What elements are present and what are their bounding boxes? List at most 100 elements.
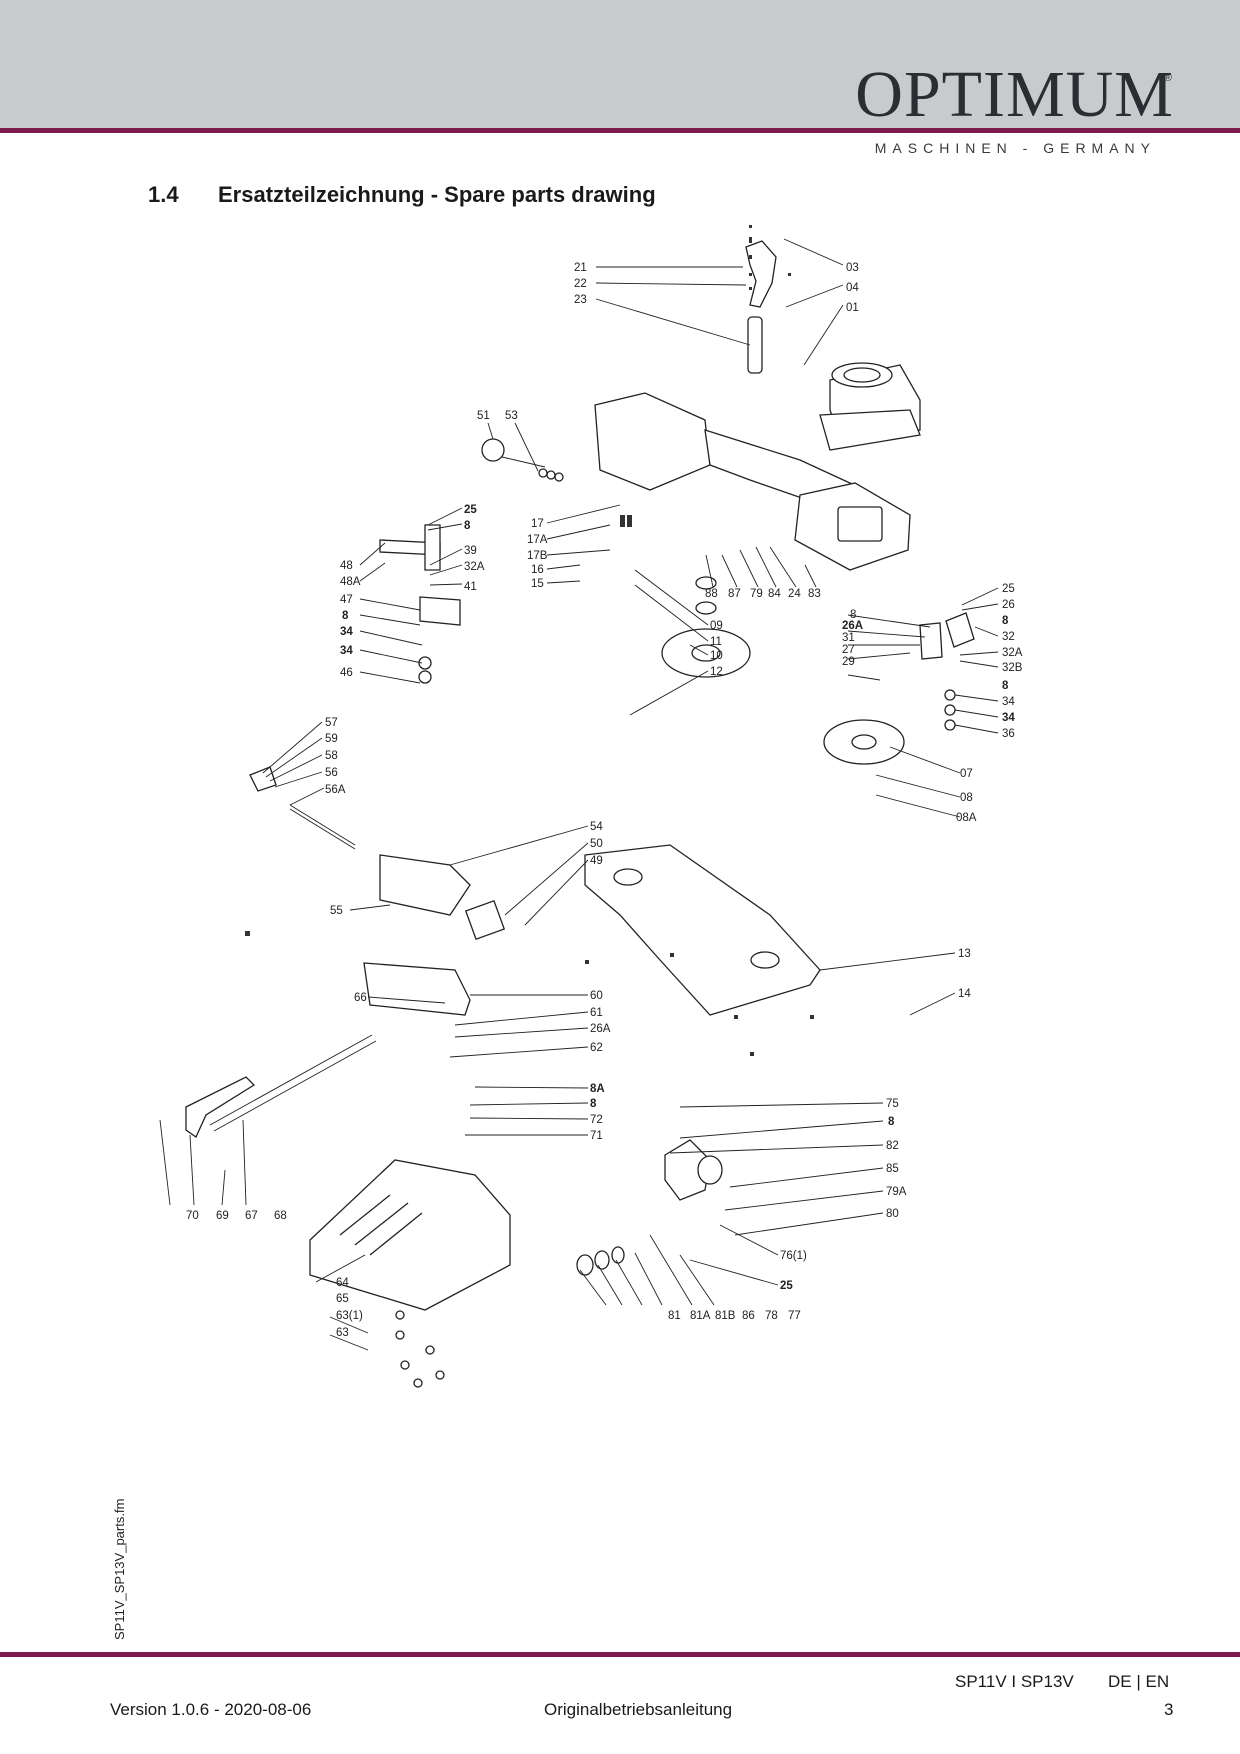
callout-53: 53	[505, 410, 518, 422]
callout-34: 34	[340, 645, 353, 657]
wheel-lower-part	[823, 719, 905, 765]
callout-87: 87	[728, 588, 741, 600]
callout-81: 81	[668, 1310, 681, 1322]
vise-jaw-part	[363, 854, 506, 1016]
callout-86: 86	[742, 1310, 755, 1322]
callout-34: 34	[340, 626, 353, 638]
callout-69: 69	[216, 1210, 229, 1222]
callout-61: 61	[590, 1007, 603, 1019]
callout-58: 58	[325, 750, 338, 762]
handle-part	[745, 240, 777, 374]
callout-25: 25	[780, 1280, 793, 1292]
callout-13: 13	[958, 948, 971, 960]
callout-47: 47	[340, 594, 353, 606]
callout-71: 71	[590, 1130, 603, 1142]
callout-80: 80	[886, 1208, 899, 1220]
callout-10: 10	[710, 650, 723, 662]
callout-82: 82	[886, 1140, 899, 1152]
source-file-label: SP11V_SP13V_parts.fm	[112, 1498, 127, 1640]
callout-8: 8	[342, 610, 349, 622]
callout-8: 8	[888, 1116, 895, 1128]
section-title: Ersatzteilzeichnung - Spare parts drawin…	[218, 182, 656, 207]
callout-08: 08	[960, 792, 973, 804]
callout-51: 51	[477, 410, 490, 422]
callout-12: 12	[710, 666, 723, 678]
leader-lines	[159, 238, 999, 1351]
callout-32b: 32B	[1002, 662, 1023, 674]
callout-8a: 8A	[590, 1083, 605, 1095]
spare-parts-drawing: 21 22 23 03 04 01 51 53 25 8 39 32A 41 4…	[159, 225, 1023, 1388]
callout-79: 79	[750, 588, 763, 600]
vise-screw-part	[249, 766, 356, 850]
callout-59: 59	[325, 733, 338, 745]
callout-67: 67	[245, 1210, 258, 1222]
page-number: 3	[1164, 1700, 1174, 1719]
callout-57: 57	[325, 717, 338, 729]
callout-03: 03	[846, 262, 859, 274]
adjust-knob-part	[481, 438, 564, 482]
base-plate-part	[584, 844, 821, 1016]
swivel-mount-part	[576, 1139, 723, 1276]
brand-subtitle: MASCHINEN - GERMANY	[874, 140, 1156, 156]
callout-65: 65	[336, 1293, 349, 1305]
callout-56a: 56A	[325, 784, 346, 796]
callout-29: 29	[842, 656, 855, 668]
callout-14: 14	[958, 988, 971, 1000]
callout-32: 32	[1002, 631, 1015, 643]
callout-78: 78	[765, 1310, 778, 1322]
callout-25: 25	[464, 504, 477, 516]
callout-17a: 17A	[527, 534, 548, 546]
blade-guide-left-part	[379, 524, 461, 684]
callout-81b: 81B	[715, 1310, 736, 1322]
callout-76-1: 76(1)	[780, 1250, 807, 1262]
callout-75: 75	[886, 1098, 899, 1110]
callout-26a: 26A	[590, 1023, 611, 1035]
callout-24: 24	[788, 588, 801, 600]
callout-68: 68	[274, 1210, 287, 1222]
header-band	[0, 0, 1240, 128]
callout-81a: 81A	[690, 1310, 711, 1322]
callout-34: 34	[1002, 696, 1015, 708]
callout-34: 34	[1002, 712, 1015, 724]
section-number: 1.4	[148, 182, 179, 207]
callout-48a: 48A	[340, 576, 361, 588]
callout-8: 8	[1002, 615, 1009, 627]
callout-70: 70	[186, 1210, 199, 1222]
callout-01: 01	[846, 302, 859, 314]
callout-55: 55	[330, 905, 343, 917]
callout-8: 8	[590, 1098, 597, 1110]
blade-guide-right-part	[919, 612, 975, 731]
brand-registered-mark: ®	[1163, 72, 1172, 84]
callout-07: 07	[960, 768, 973, 780]
callout-32a: 32A	[1002, 647, 1023, 659]
callout-25: 25	[1002, 583, 1015, 595]
callout-22: 22	[574, 278, 587, 290]
section-heading: 1.4 Ersatzteilzeichnung - Spare parts dra…	[148, 182, 656, 208]
callout-64: 64	[336, 1277, 349, 1289]
callout-16: 16	[531, 564, 544, 576]
callout-88: 88	[705, 588, 718, 600]
callout-21: 21	[574, 262, 587, 274]
header-rule	[0, 128, 1240, 133]
footer-document-type: Originalbetriebsanleitung	[544, 1700, 733, 1719]
saw-frame-part	[594, 392, 911, 571]
callout-77: 77	[788, 1310, 801, 1322]
callout-39: 39	[464, 545, 477, 557]
callout-66: 66	[354, 992, 367, 1004]
stand-base-part	[309, 1159, 511, 1311]
callout-27: 27	[842, 644, 855, 656]
footer-language: DE | EN	[1108, 1672, 1170, 1691]
callout-36: 36	[1002, 728, 1015, 740]
callout-08a: 08A	[956, 812, 977, 824]
callout-8: 8	[464, 520, 471, 532]
callout-54: 54	[590, 821, 603, 833]
callout-04: 04	[846, 282, 859, 294]
footer-model: SP11V I SP13V	[955, 1672, 1074, 1691]
callout-72: 72	[590, 1114, 603, 1126]
callout-32a: 32A	[464, 561, 485, 573]
footer-rule	[0, 1652, 1240, 1657]
callout-17: 17	[531, 518, 544, 530]
callout-50: 50	[590, 838, 603, 850]
callout-23: 23	[574, 294, 587, 306]
callout-62: 62	[590, 1042, 603, 1054]
